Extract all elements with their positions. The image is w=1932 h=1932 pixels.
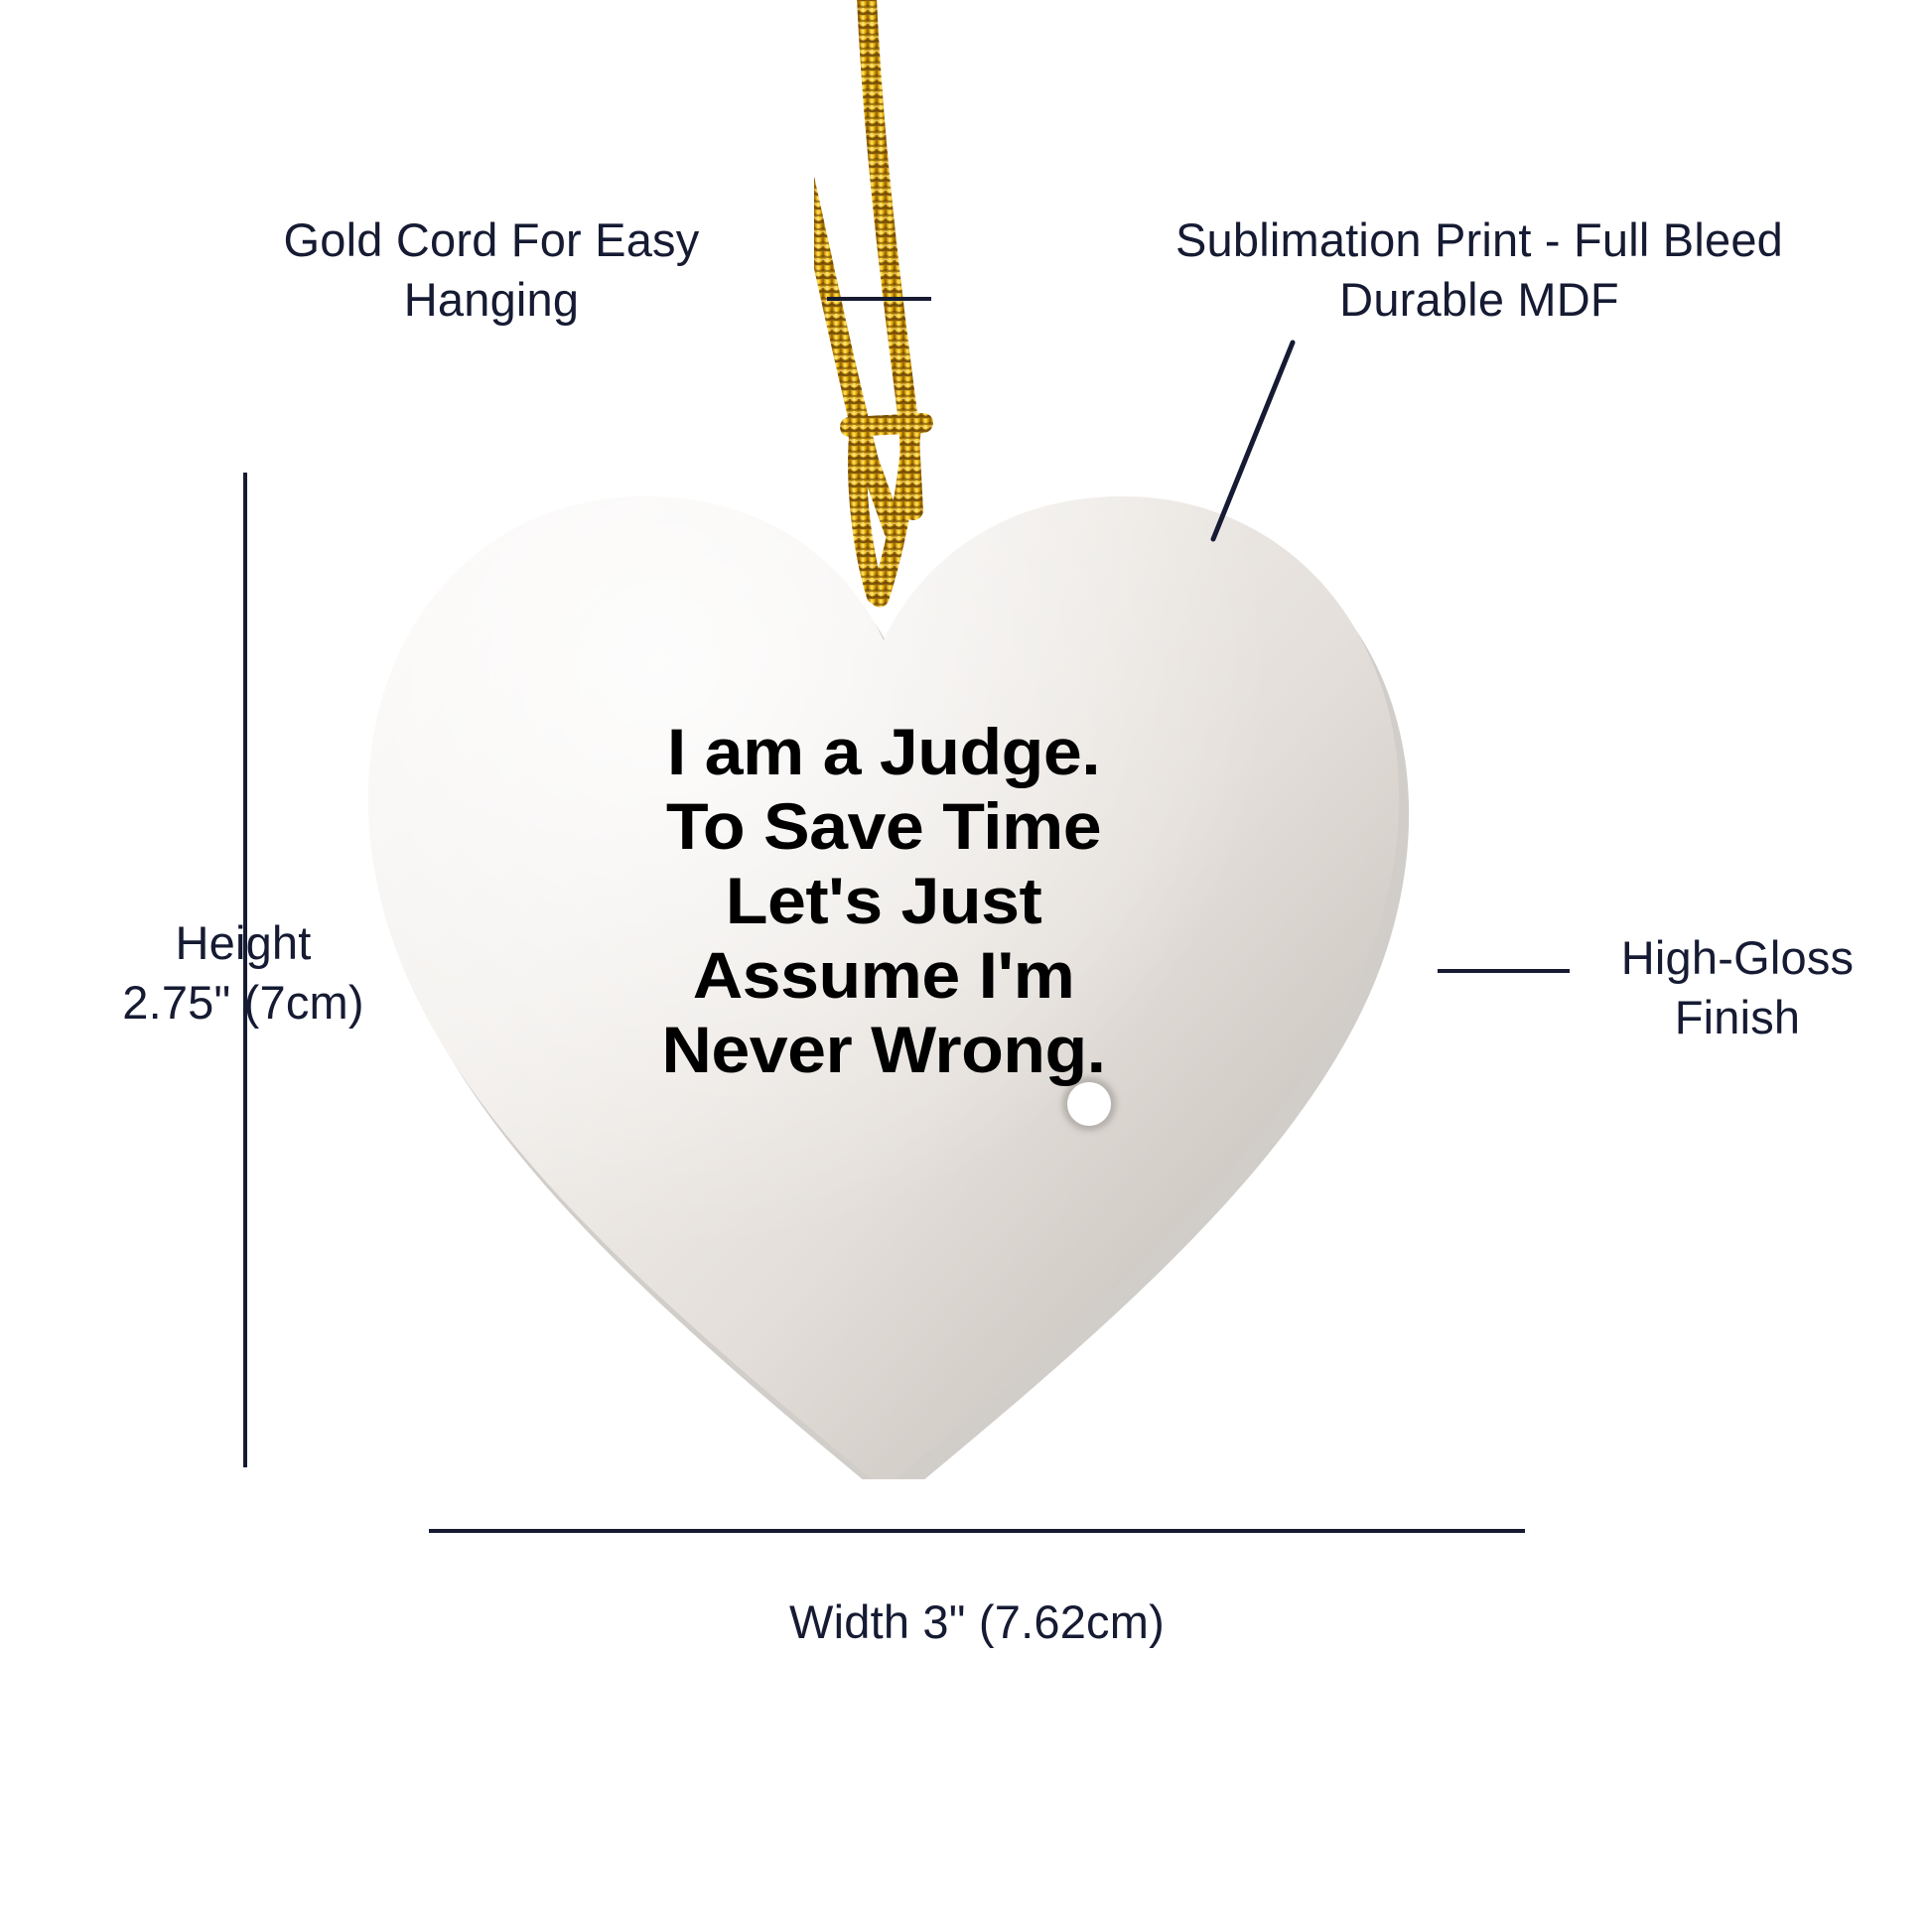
gold-cord-icon bbox=[814, 0, 933, 608]
leader-line-high-gloss bbox=[1438, 969, 1570, 973]
hanging-hole bbox=[1067, 1082, 1111, 1126]
dimension-label-width: Width 3" (7.62cm) bbox=[789, 1595, 1165, 1648]
dimension-label-height: Height 2.75" (7cm) bbox=[122, 916, 364, 1030]
dimension-line-height bbox=[243, 473, 247, 1467]
ornament-inscription: I am a Judge. To Save Time Let's Just As… bbox=[661, 715, 1106, 1086]
leader-line-sublimation bbox=[1210, 340, 1296, 542]
dimension-line-width bbox=[429, 1529, 1525, 1533]
callout-high-gloss-label: High-Gloss Finish bbox=[1620, 931, 1855, 1044]
callout-sublimation-label: Sublimation Print - Full Bleed Durable M… bbox=[1174, 213, 1784, 327]
heart-face bbox=[367, 496, 1400, 1479]
leader-line-gold-cord bbox=[827, 297, 931, 301]
heart-ornament: I am a Judge. To Save Time Let's Just As… bbox=[328, 427, 1440, 1479]
callout-gold-cord-label: Gold Cord For Easy Hanging bbox=[283, 213, 700, 327]
